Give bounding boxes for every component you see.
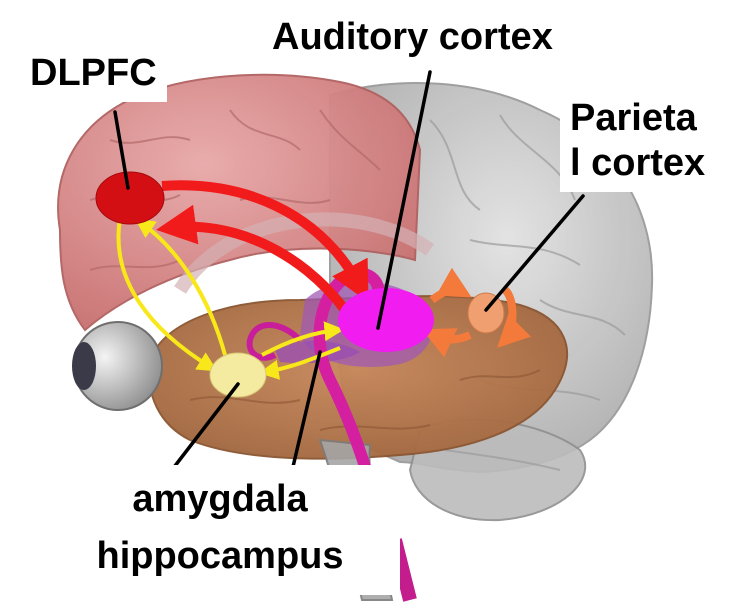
amygdala-node — [210, 353, 266, 397]
dlpfc-label-text: DLPFC — [30, 54, 157, 94]
amygdala-label-text: amygdala — [44, 471, 396, 528]
auditory-cortex-node — [338, 288, 434, 352]
eyeball-icon — [72, 322, 162, 410]
dlpfc-label: DLPFC — [22, 48, 167, 102]
amygdala-hippocampus-label: amygdala hippocampus — [40, 465, 400, 595]
parietal-cortex-label: Parieta l cortex — [560, 90, 713, 192]
parietal-label-line2: l cortex — [570, 141, 705, 186]
dlpfc-node — [96, 172, 164, 224]
auditory-cortex-label-text: Auditory cortex — [272, 18, 553, 58]
auditory-cortex-label: Auditory cortex — [262, 14, 563, 64]
parietal-cortex-node — [468, 293, 504, 333]
parietal-label-line1: Parieta — [570, 96, 705, 141]
hippocampus-label-text: hippocampus — [44, 528, 396, 585]
